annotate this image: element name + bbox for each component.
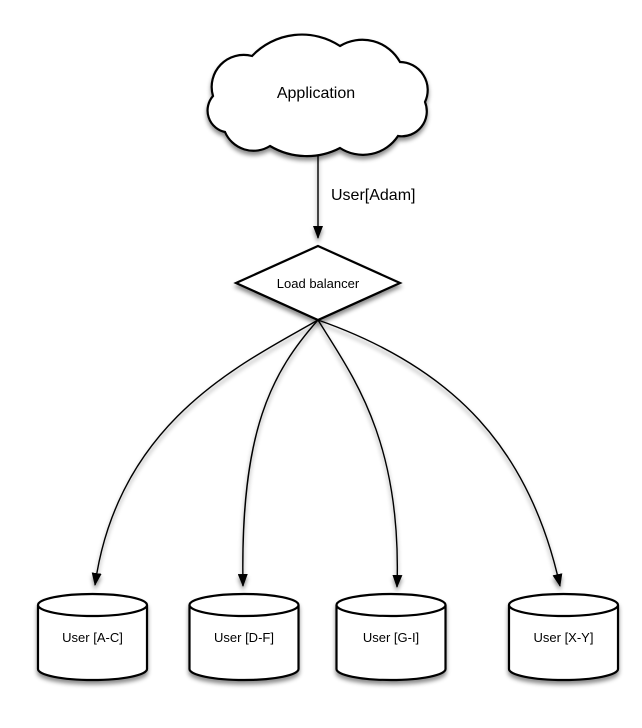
cylinder-body bbox=[507, 605, 620, 682]
load-balancer-diamond-shape bbox=[233, 244, 403, 322]
application-label: Application bbox=[277, 85, 355, 102]
shapes-layer bbox=[36, 33, 620, 682]
cylinder-top bbox=[507, 592, 620, 618]
edge-load-balancer-to-shard-3 bbox=[317, 319, 563, 587]
cylinder-top bbox=[188, 592, 300, 618]
cylinder-body bbox=[188, 605, 300, 682]
cylinder-body bbox=[36, 605, 149, 682]
edges-layer bbox=[91, 155, 563, 588]
shard-cylinder-1 bbox=[188, 592, 300, 682]
cylinder-top bbox=[36, 592, 149, 618]
edge-load-balancer-to-shard-1 bbox=[237, 319, 319, 587]
shard-3-label: User [X-Y] bbox=[534, 630, 594, 645]
edge-load-balancer-to-shard-2 bbox=[317, 319, 403, 588]
cylinder-top bbox=[335, 592, 447, 618]
load-balancer-label: Load balancer bbox=[277, 276, 360, 291]
shard-2-label: User [G-I] bbox=[363, 630, 419, 645]
shard-0-label: User [A-C] bbox=[62, 630, 123, 645]
cylinder-body bbox=[335, 605, 447, 682]
shard-1-label: User [D-F] bbox=[214, 630, 274, 645]
shard-cylinder-0 bbox=[36, 592, 149, 682]
shard-cylinder-3 bbox=[507, 592, 620, 682]
labels-layer: Application User[Adam] Load balancer Use… bbox=[62, 85, 593, 645]
edge-user-adam-label: User[Adam] bbox=[331, 187, 415, 204]
edge-load-balancer-to-shard-0 bbox=[91, 319, 319, 586]
shard-cylinder-2 bbox=[335, 592, 447, 682]
application-cloud-shape bbox=[206, 33, 429, 158]
